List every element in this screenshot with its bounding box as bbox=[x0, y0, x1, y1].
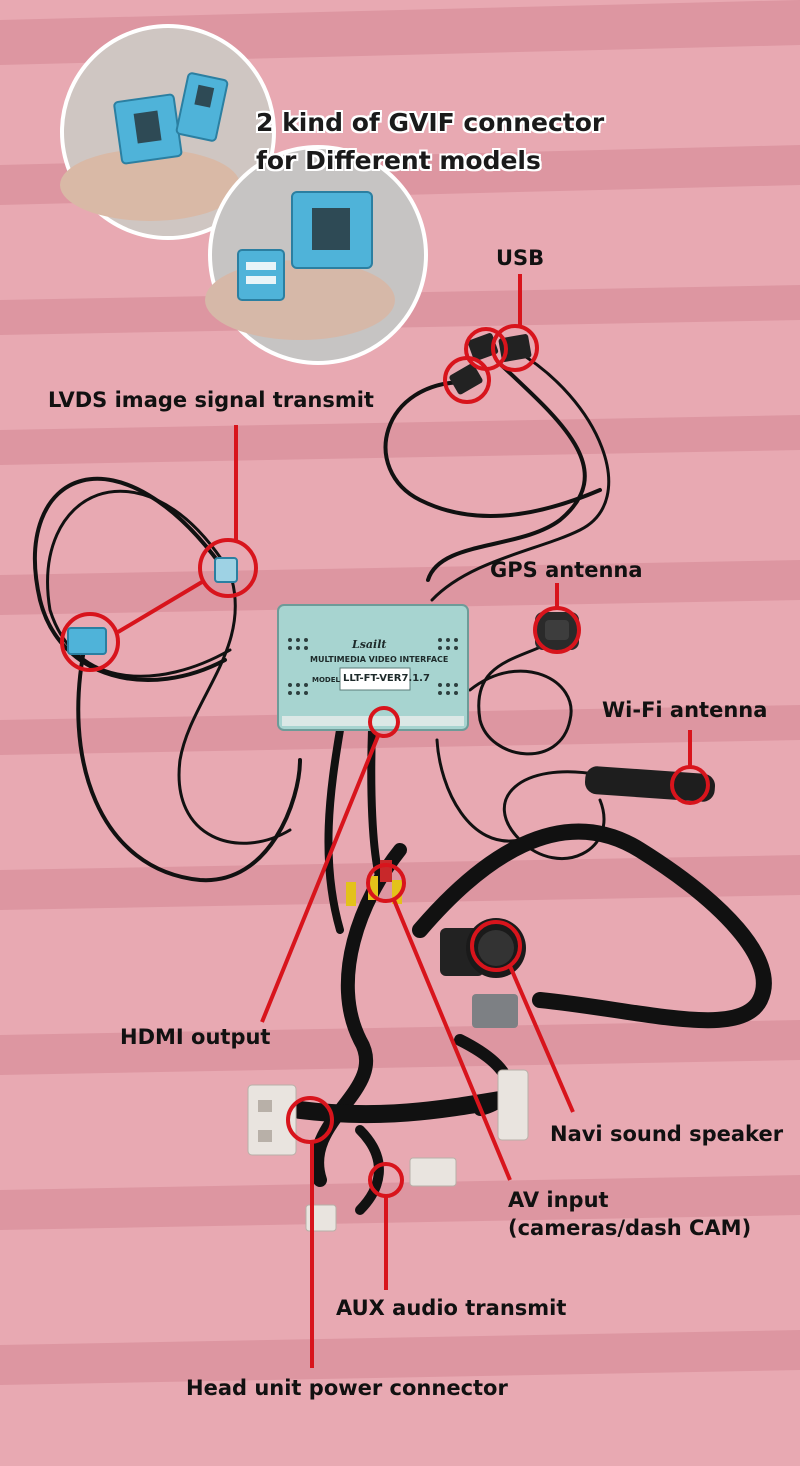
gvif-headline: 2 kind of GVIF connector for Different m… bbox=[256, 104, 604, 180]
gvif-photo-left bbox=[60, 24, 276, 240]
box-title: MULTIMEDIA VIDEO INTERFACE bbox=[310, 655, 449, 664]
gray-connector bbox=[472, 994, 518, 1028]
label-aux: AUX audio transmit bbox=[336, 1296, 567, 1320]
label-av-input: AV input (cameras/dash CAM) bbox=[508, 1188, 752, 1240]
label-gps: GPS antenna bbox=[490, 558, 643, 582]
aux-connector bbox=[409, 1157, 457, 1187]
lvds-connector-b bbox=[214, 557, 238, 583]
gps-antenna bbox=[535, 612, 579, 650]
box-model-label: MODEL bbox=[312, 676, 340, 684]
label-usb: USB bbox=[496, 246, 545, 270]
usb-connectors bbox=[449, 333, 532, 395]
box-brand: Lsailt bbox=[352, 638, 387, 651]
power-connector-block bbox=[247, 1084, 297, 1156]
label-wifi: Wi-Fi antenna bbox=[602, 698, 768, 722]
interface-box bbox=[277, 604, 469, 731]
label-hdmi: HDMI output bbox=[120, 1025, 271, 1049]
lvds-connector-a bbox=[67, 627, 107, 655]
label-lvds: LVDS image signal transmit bbox=[48, 388, 374, 412]
label-power: Head unit power connector bbox=[186, 1376, 508, 1400]
gvif-headline-line1: 2 kind of GVIF connector bbox=[256, 108, 605, 137]
box-model-value: LLT-FT-VER7.1.7 bbox=[343, 673, 430, 684]
callout-markers bbox=[60, 274, 710, 1368]
harness-connector-right bbox=[497, 1069, 529, 1141]
gvif-photo-right bbox=[205, 145, 428, 365]
gvif-headline-line2: for Different models bbox=[256, 146, 541, 175]
wifi-antenna bbox=[584, 766, 716, 802]
label-speaker: Navi sound speaker bbox=[550, 1122, 784, 1146]
